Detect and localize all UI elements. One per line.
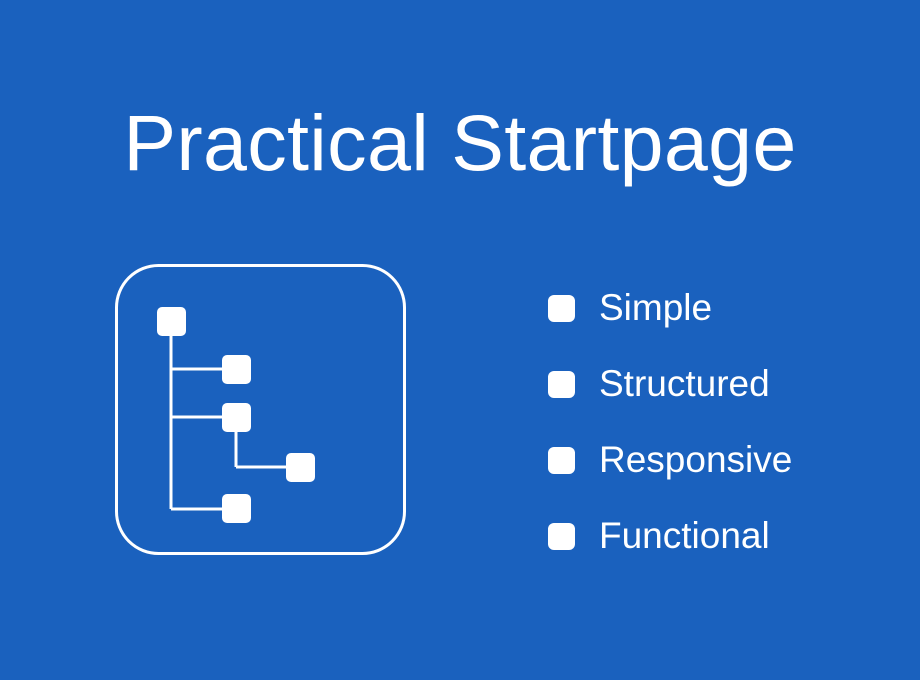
feature-label: Functional (599, 515, 770, 556)
tree-structure-icon (115, 264, 406, 555)
tree-node-root (157, 307, 186, 336)
tree-node-child (222, 403, 251, 432)
tree-node-child (222, 355, 251, 384)
bullet-square-icon (548, 446, 575, 474)
feature-item: Responsive (548, 422, 792, 498)
feature-label: Simple (599, 287, 713, 328)
page-title: Practical Startpage (123, 98, 797, 187)
tree-node-child (222, 494, 251, 523)
feature-item: Structured (548, 346, 792, 422)
feature-label: Responsive (599, 439, 793, 480)
feature-item: Simple (548, 270, 792, 346)
bullet-square-icon (548, 294, 575, 322)
tree-connectors (169, 324, 293, 511)
feature-label: Structured (599, 363, 770, 404)
tree-node-grandchild (286, 453, 315, 482)
bullet-square-icon (548, 370, 575, 398)
logo-frame (115, 264, 406, 555)
bullet-square-icon (548, 522, 575, 550)
feature-item: Functional (548, 498, 792, 574)
feature-list: Simple Structured Responsive Functional (548, 270, 792, 574)
